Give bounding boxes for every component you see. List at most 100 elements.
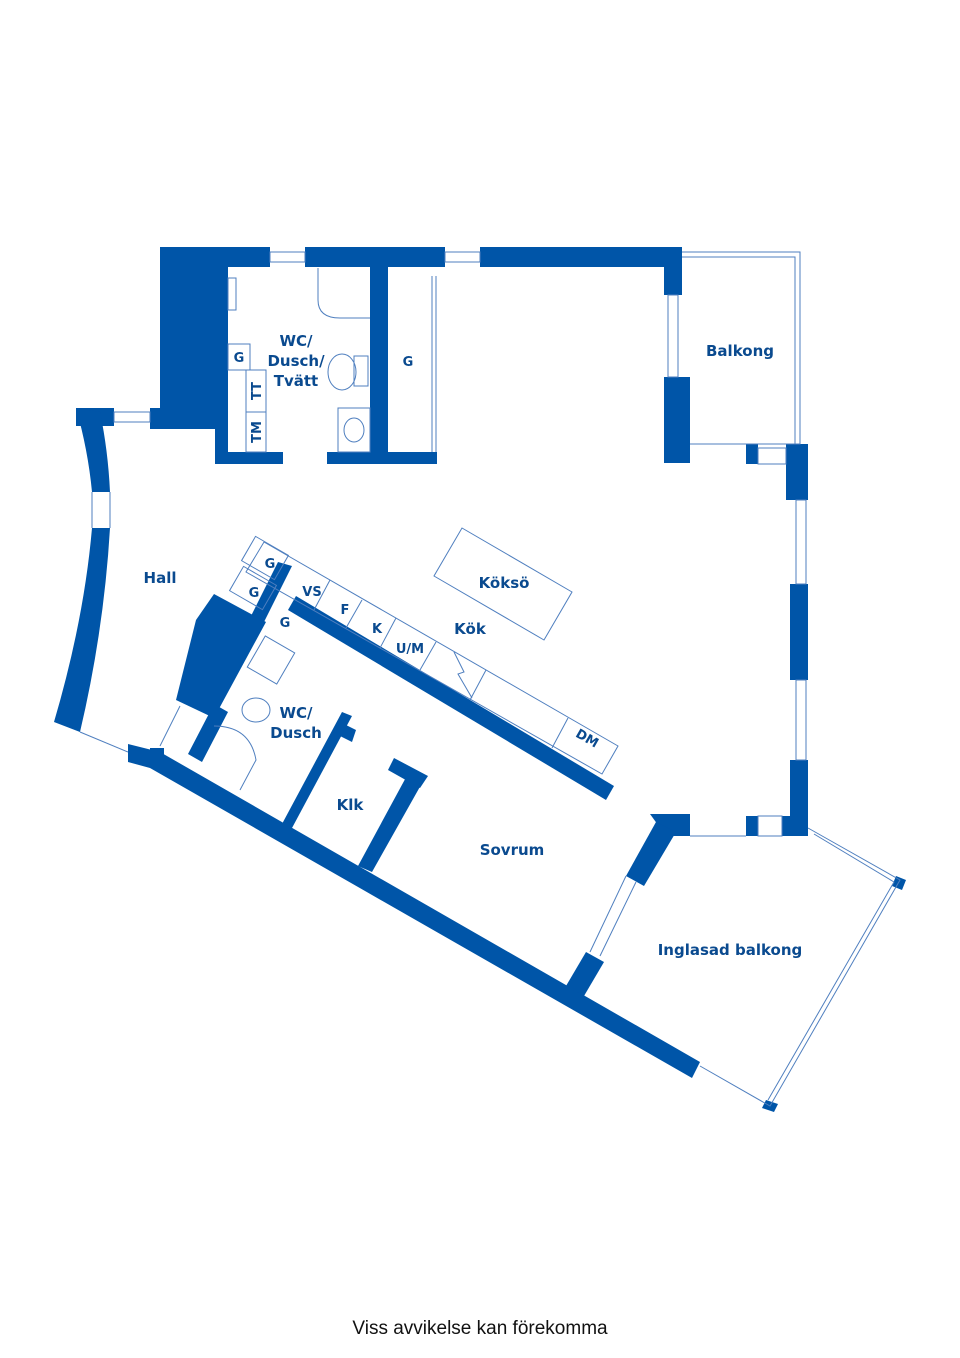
counter-outline [245,541,619,775]
counter-div-4 [419,641,437,671]
label-g-hall1: G [265,557,276,572]
wall-kitchen-diagonal [288,596,614,800]
wall-right-ext2 [790,584,808,680]
wall-balcony-post1 [892,876,906,890]
wall-bath-bottom-left [215,452,283,464]
wall-klk-right-top [388,758,428,788]
window-kitchen-right [667,294,679,378]
label-g-bath: G [234,351,245,366]
window-hall-top [113,411,151,423]
bath-cabinet-g [227,343,251,371]
sink-2 [246,635,296,685]
wall-right-stub2 [746,816,758,836]
wall-bottom-stub [150,748,164,762]
wall-bath-left [215,429,228,464]
wall-bath2-left [188,704,228,762]
wall-bath-partition [370,267,388,463]
wall-hall-curve-lower [54,528,110,732]
window-right-2 [795,679,807,761]
wall-right-stub [746,444,758,464]
label-k: K [372,622,383,637]
hall-bottom-line [79,731,129,753]
wall-right-upper1 [664,247,682,295]
label-wc-dusch-tvatt-1: WC/ [279,332,313,350]
wall-right-corner [782,816,808,836]
wall-top-left [228,247,270,267]
label-wc-dusch-1: WC/ [279,704,313,722]
counter-div-5 [469,669,487,701]
label-um: U/M [396,642,424,657]
sink-bowl-1 [343,417,365,443]
window-right-1 [795,499,807,585]
label-vs: VS [302,585,321,600]
wall-hall-top2 [150,408,170,429]
wall-sovrum-right2 [566,952,604,996]
balkong-outline [682,251,801,445]
label-kokso: Köksö [479,574,530,592]
label-tt: TT [250,382,265,400]
window-sovrum2 [599,881,637,957]
shower-arc [317,268,370,319]
wall-sovrum-top [650,814,690,836]
window-hall-curve [91,492,111,528]
fine-lines [79,251,901,1107]
kokso-island [433,527,573,641]
label-f: F [341,603,350,618]
wall-bath-bottom-right [327,452,437,464]
labels: WC/ Dusch/ Tvätt Balkong Hall Köksö Kök … [144,332,803,959]
wall-hall-block [176,594,266,718]
door-inglasad [757,815,783,837]
wall-bottom-diagonal [128,744,700,1078]
door-balkong [757,447,787,465]
wall-right-ext1 [786,444,808,500]
inglasad-rail [767,833,895,1101]
label-hall: Hall [144,569,177,587]
counter-div-3 [379,617,397,649]
heater-1 [227,277,237,311]
wall-top-left-block [160,247,228,429]
label-g-hall2: G [249,586,260,601]
label-g-closet: G [403,355,414,370]
inglasad-outline [699,827,901,1107]
stove-symbol [453,651,473,699]
balkong-rail [682,256,796,444]
label-tm: TM [250,421,265,443]
wall-klk-left-top [336,722,356,742]
walls [54,247,906,1112]
door-hall-bath [159,705,181,747]
sink-1 [337,407,371,453]
label-wc-dusch-2: Dusch [270,724,322,742]
toilet-1 [327,353,357,391]
window-sovrum [589,875,627,953]
wall-top-mid [305,247,445,267]
label-sovrum: Sovrum [480,841,545,859]
hall-closet-box1 [240,535,290,581]
wall-klk-right [358,770,426,872]
wall-counter-edge [250,562,292,622]
counter-div-6 [551,717,569,749]
window-top-left [269,251,306,263]
shower-arc-2 [213,725,257,791]
wall-sovrum-right1 [626,822,676,886]
wall-hall-curve-upper [76,408,110,492]
window-top-mid [444,251,481,263]
label-g-bath2: G [280,616,291,631]
counter-div-1 [313,579,331,611]
label-kok: Kök [454,620,487,638]
label-dm: DM [573,727,601,752]
wall-klk-left [282,712,352,828]
label-wc-dusch-tvatt-3: Tvätt [274,372,318,390]
hall-closet-box2 [228,565,278,611]
bath-tm [245,411,267,453]
toilet-tank-1 [353,355,369,387]
label-inglasad-balkong: Inglasad balkong [658,941,803,959]
wall-top-right [480,247,682,267]
wall-right-upper2 [664,377,690,463]
disclaimer-text: Viss avvikelse kan förekomma [352,1318,608,1339]
label-klk: Klk [337,796,365,814]
toilet-2 [241,697,271,723]
counter-div-2 [345,599,363,629]
label-balkong: Balkong [706,342,774,360]
label-wc-dusch-tvatt-2: Dusch/ [267,352,325,370]
